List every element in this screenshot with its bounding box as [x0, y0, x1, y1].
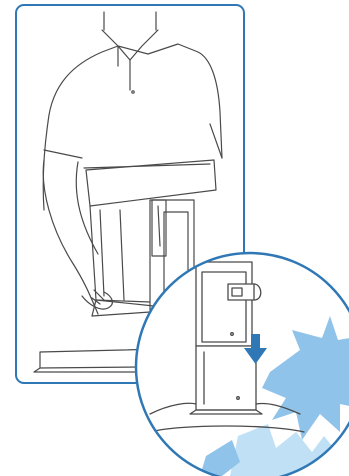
- detail-callout: [136, 253, 349, 476]
